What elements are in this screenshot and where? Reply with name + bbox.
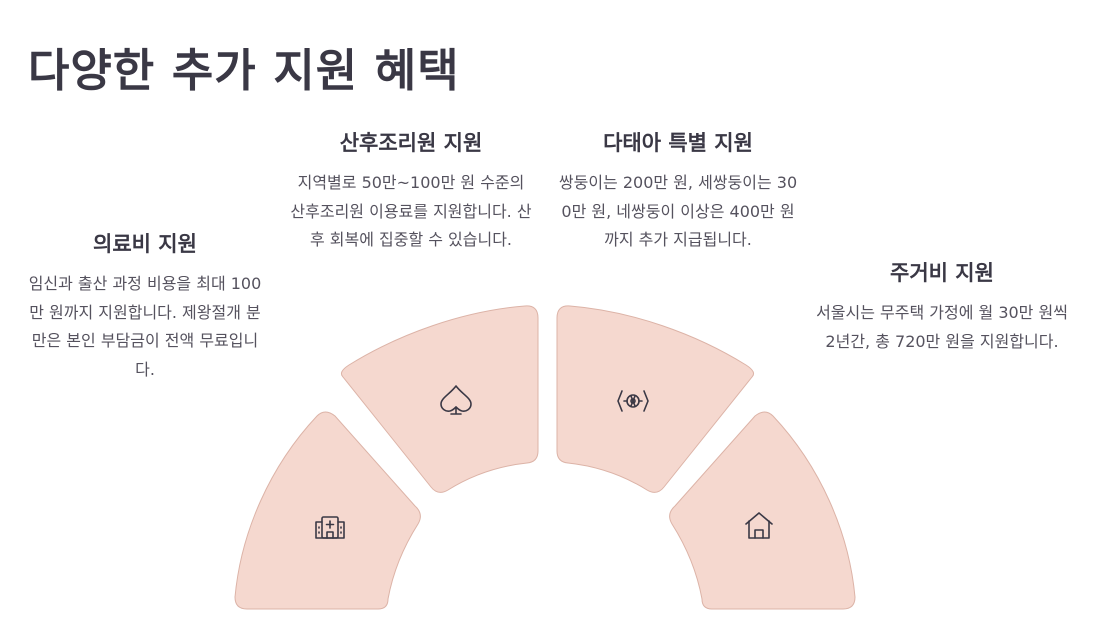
tie-fighter-icon — [617, 390, 649, 412]
arc-segment-multiple-birth — [556, 305, 754, 493]
benefit-title-medical: 의료비 지원 — [93, 232, 197, 256]
arc-segment-housing — [669, 411, 856, 610]
benefit-title-multiple-birth: 다태아 특별 지원 — [603, 131, 753, 155]
page-title: 다양한 추가 지원 혜택 — [28, 44, 460, 97]
benefit-description-housing: 서울시는 무주택 가정에 월 30만 원씩 2년간, 총 720만 원을 지원합… — [816, 303, 1068, 351]
hospital-icon — [315, 516, 345, 539]
benefit-card-housing: 주거비 지원 서울시는 무주택 가정에 월 30만 원씩 2년간, 총 720만… — [816, 257, 1068, 356]
benefit-title-postnatal: 산후조리원 지원 — [339, 131, 483, 155]
arc-segment-medical — [234, 411, 421, 610]
benefit-description-medical: 임신과 출산 과정 비용을 최대 100만 원까지 지원합니다. 제왕절개 분만… — [28, 274, 262, 379]
home-icon — [745, 512, 773, 539]
spade-icon — [440, 385, 472, 415]
benefit-title-housing: 주거비 지원 — [890, 261, 994, 285]
benefit-card-medical: 의료비 지원 임신과 출산 과정 비용을 최대 100만 원까지 지원합니다. … — [25, 228, 265, 384]
benefit-description-multiple-birth: 쌍둥이는 200만 원, 세쌍둥이는 300만 원, 네쌍둥이 이상은 400만… — [558, 173, 798, 249]
arc-segment-postnatal — [341, 305, 539, 493]
benefit-card-multiple-birth: 다태아 특별 지원 쌍둥이는 200만 원, 세쌍둥이는 300만 원, 네쌍둥… — [558, 127, 798, 255]
benefit-description-postnatal: 지역별로 50만~100만 원 수준의 산후조리원 이용료를 지원합니다. 산후… — [290, 173, 532, 249]
benefit-card-postnatal: 산후조리원 지원 지역별로 50만~100만 원 수준의 산후조리원 이용료를 … — [288, 127, 534, 255]
